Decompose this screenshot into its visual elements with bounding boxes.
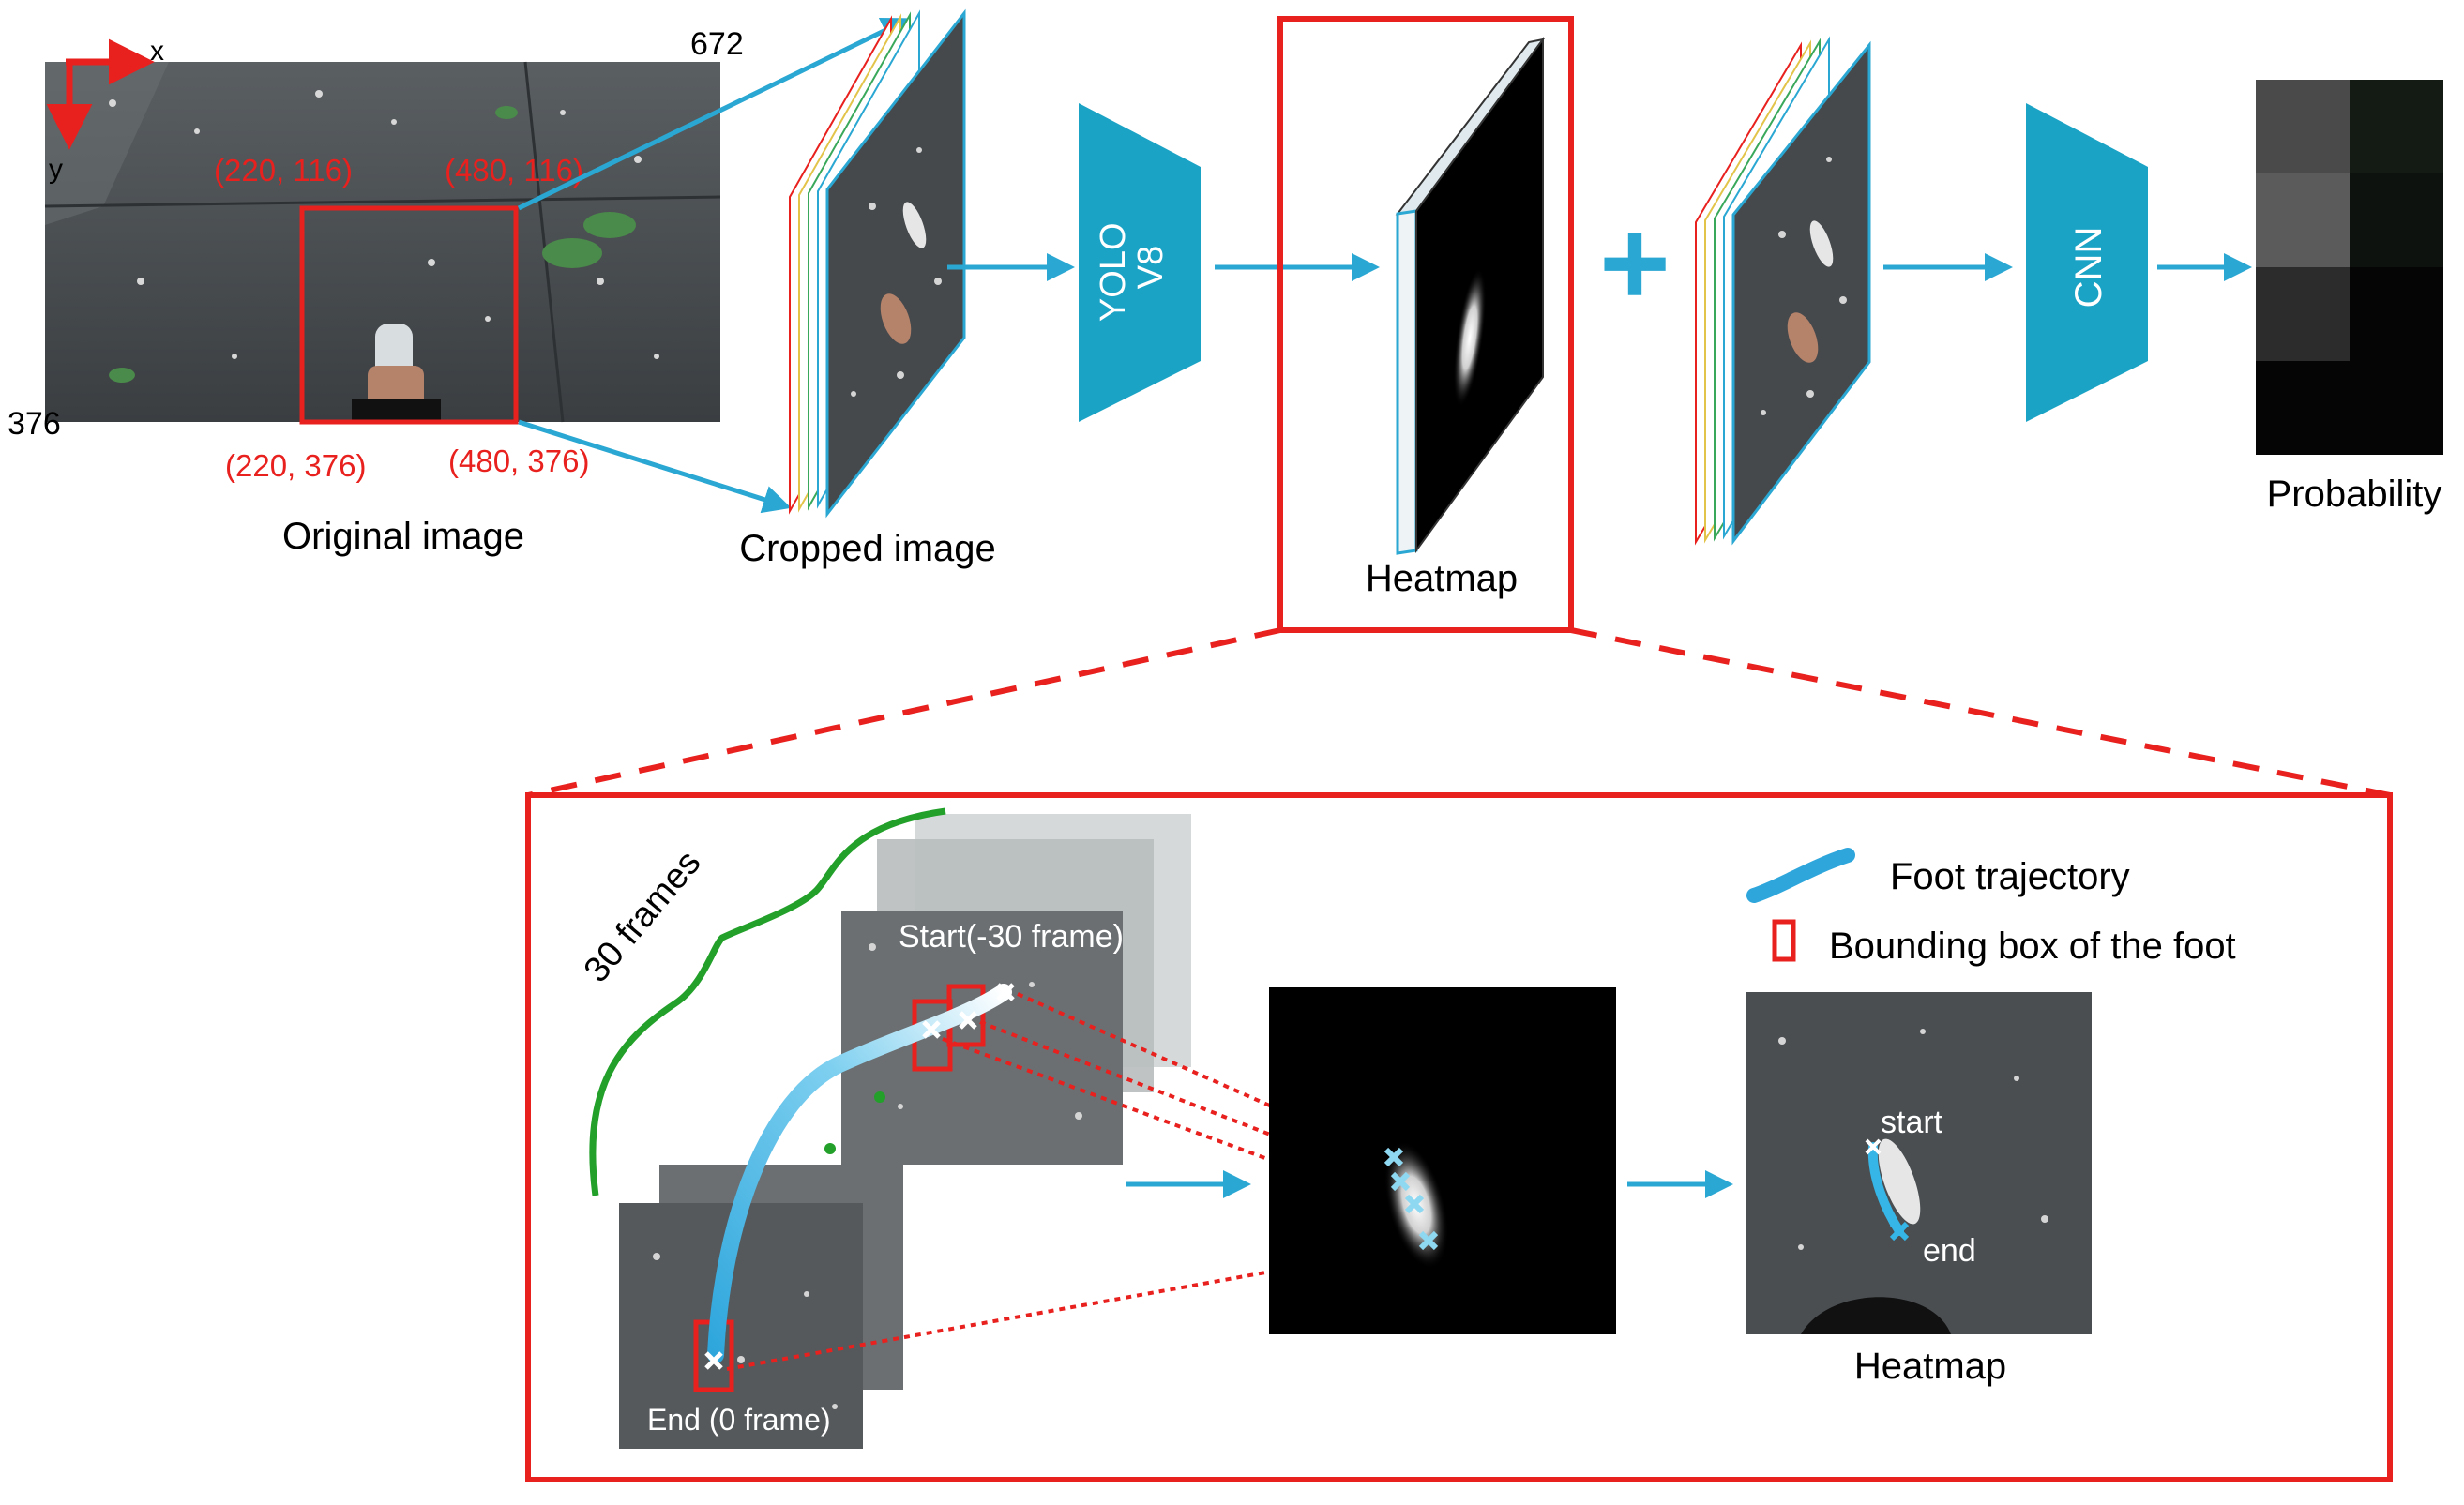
probability-caption: Probability xyxy=(2267,474,2442,515)
zoom-line-right xyxy=(1570,627,2391,798)
original-image-panel: x y 672 376 (220, 116) (480, 116) (220, … xyxy=(8,26,744,557)
legend-bbox-label: Bounding box of the foot xyxy=(1829,926,2236,967)
image-height-label: 376 xyxy=(8,406,61,442)
yolo-label: YOLO V8 xyxy=(1094,213,1171,322)
start-frame-label: Start(-30 frame) xyxy=(899,919,1124,955)
coord-bottom-left: (220, 376) xyxy=(225,448,366,483)
frames-brace xyxy=(589,807,946,1196)
start-marker-label: start xyxy=(1881,1105,1943,1140)
zoom-line-left xyxy=(527,627,1281,798)
cropped-image-stack: Cropped image xyxy=(739,8,996,569)
debris-leaves xyxy=(109,106,636,383)
heatmap-blob xyxy=(1453,267,1487,408)
floor-shadow xyxy=(45,62,169,225)
heatmap-highlight-box xyxy=(1277,16,1574,633)
end-frame xyxy=(619,1203,863,1449)
end-marker-label: end xyxy=(1923,1233,1976,1269)
start-frame-markers xyxy=(704,983,1015,1370)
coord-top-left: (220, 116) xyxy=(214,153,353,188)
yolo-model: YOLO V8 xyxy=(1079,103,1201,422)
cropped-image-caption: Cropped image xyxy=(739,528,996,569)
probability-cell xyxy=(2350,361,2443,455)
floor-seam xyxy=(44,195,721,208)
x-axis-label: x xyxy=(150,36,164,67)
result-heatmap: start end xyxy=(1746,992,2092,1334)
concat-image-stack xyxy=(1695,36,1871,546)
probability-grid xyxy=(2256,80,2443,455)
heatmap-caption: Heatmap xyxy=(1366,558,1518,599)
debris-dots xyxy=(109,90,659,359)
cropped-image xyxy=(825,8,966,519)
foot-image xyxy=(352,324,441,422)
probability-cell xyxy=(2256,267,2350,361)
legend: Foot trajectory Bounding box of the foot xyxy=(1746,848,2236,967)
yolo-label-line1: YOLO xyxy=(1094,222,1133,322)
legend-bbox-swatch xyxy=(1772,919,1796,962)
heatmap-x-markers xyxy=(1383,1147,1439,1251)
probability-cell xyxy=(2350,80,2443,173)
foot-trajectory xyxy=(707,984,1012,1363)
probability-cell xyxy=(2350,173,2443,267)
original-image-caption: Original image xyxy=(282,516,524,557)
concat-image xyxy=(1731,40,1871,546)
y-axis-label: y xyxy=(49,154,63,185)
crop-arrow-bottom xyxy=(518,419,792,514)
coord-bottom-right: (480, 376) xyxy=(448,444,589,478)
floor-seam xyxy=(523,61,565,423)
crop-arrow-top xyxy=(517,17,911,211)
legend-trajectory-swatch xyxy=(1746,848,1855,903)
probability-cell xyxy=(2256,361,2350,455)
detail-heatmap xyxy=(1269,987,1616,1334)
result-heatmap-caption: Heatmap xyxy=(1854,1346,2006,1387)
coord-top-right: (480, 116) xyxy=(445,153,583,188)
crop-box xyxy=(299,205,519,425)
probability-cell xyxy=(2350,267,2443,361)
image-width-label: 672 xyxy=(690,26,744,62)
cnn-model: CNN xyxy=(2026,103,2148,422)
probability-cell xyxy=(2256,80,2350,173)
end-frame-label: End (0 frame) xyxy=(647,1403,831,1437)
probability-cell xyxy=(2256,173,2350,267)
heatmap-panel: Heatmap xyxy=(1277,16,1574,633)
yolo-label-line2: V8 xyxy=(1131,246,1171,289)
plus-operator: + xyxy=(1599,194,1670,331)
legend-trajectory-label: Foot trajectory xyxy=(1890,856,2130,897)
cnn-label: CNN xyxy=(2068,227,2109,309)
